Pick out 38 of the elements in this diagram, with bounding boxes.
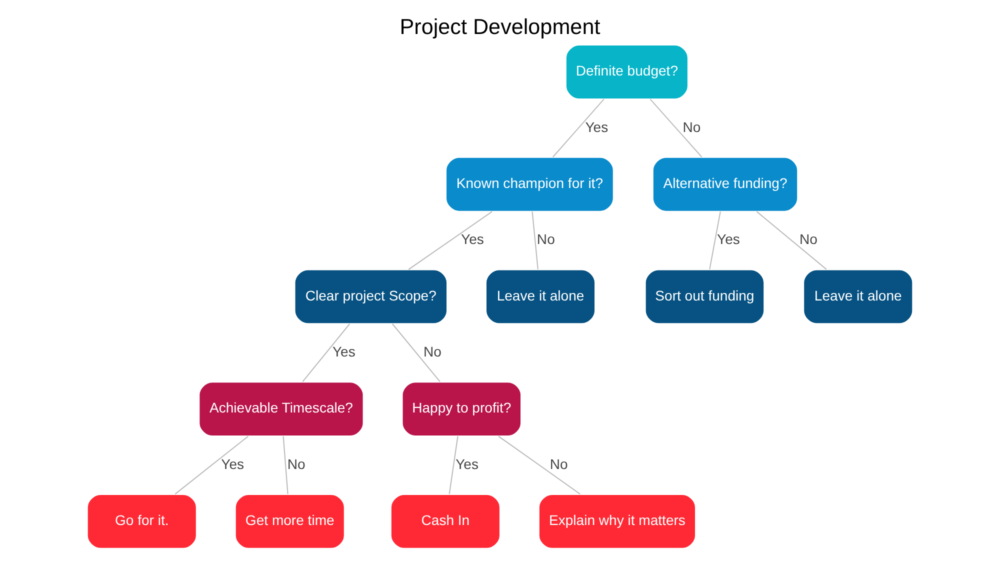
node-box: Leave it alone [485,269,596,324]
node-box: Definite budget? [565,44,689,100]
edge-label: Yes [461,231,484,248]
edge-label: No [287,456,306,472]
connector [552,98,604,158]
connector [408,211,492,270]
node-box: Alternative funding? [652,156,798,212]
node-box: Sort out funding [644,269,765,324]
connector [282,436,288,494]
connector [174,436,249,494]
edge-label: No [799,231,818,248]
node-box: Clear project Scope? [294,269,448,324]
connector [498,436,580,494]
connector [756,211,827,270]
node-box: Cash In [390,494,501,549]
node-box: Go for it. [86,494,197,549]
edge-label: No [550,456,568,472]
diagram-title: Project Development [400,14,600,40]
edge-label: Yes [717,231,740,248]
node-box: Known champion for it? [445,156,614,212]
edge-label: Yes [221,456,244,472]
edge-label: Yes [456,456,478,472]
connector [709,211,721,270]
edge-label: Yes [585,118,608,135]
edge-label: No [682,118,701,135]
node-box: Achievable Timescale? [198,382,364,437]
node-box: Leave it alone [803,269,914,324]
edge-label: Yes [332,344,356,360]
node-box: Happy to profit? [402,382,522,437]
node-box: Get more time [234,494,345,549]
edge-label: No [424,344,442,360]
node-box: Explain why it matters [538,494,696,549]
connector [650,98,702,158]
connector [448,436,458,494]
connector [392,324,440,382]
connector [532,212,538,270]
edge-label: No [536,231,555,248]
connector [302,324,350,382]
